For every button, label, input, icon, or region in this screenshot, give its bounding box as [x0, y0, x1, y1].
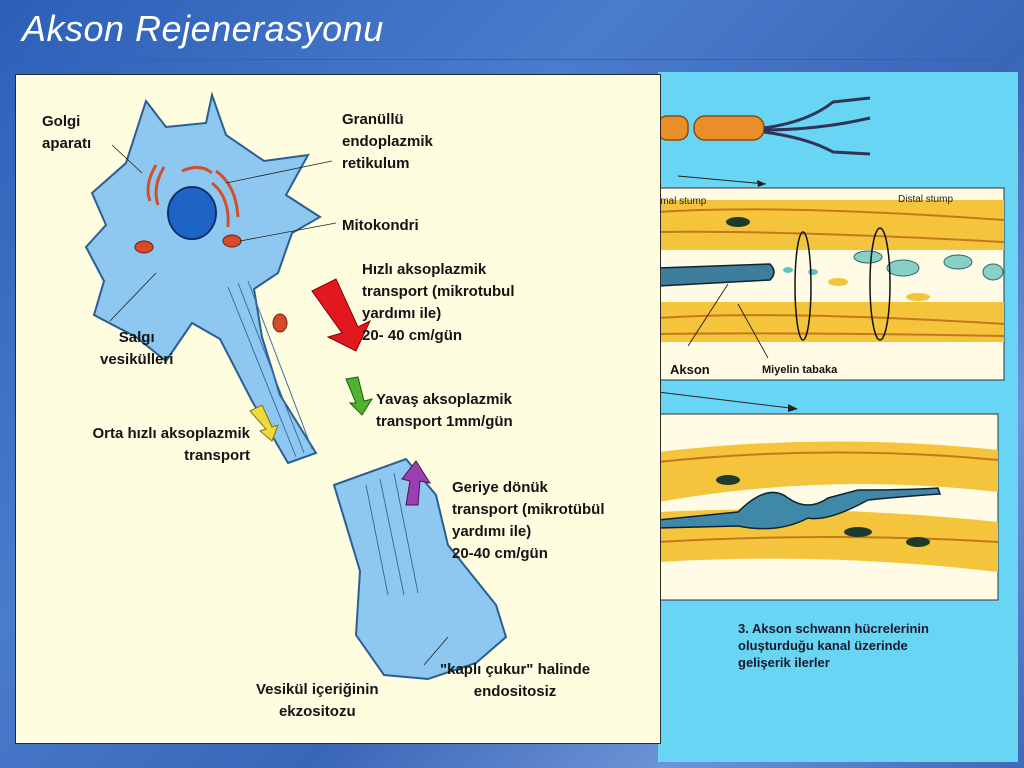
neuron-diagram-panel: Golgi aparatı Granüllü endoplazmik retik…: [15, 74, 661, 744]
nerve-regeneration-diagram: [658, 391, 999, 601]
medium-transport-arrow: [249, 404, 279, 442]
axon-terminal: [332, 457, 508, 681]
fast-transport-arrow: [311, 278, 372, 352]
fast-transport-label: Hızlı aksoplazmik transport (mikrotubul …: [362, 261, 515, 344]
microtubules: [227, 280, 313, 458]
slow-transport-arrow: [345, 376, 374, 416]
nerve-injury-diagram: [658, 187, 1005, 381]
distal-stump-label: Distal stump: [898, 194, 954, 205]
golgi-label: Golgi aparatı: [42, 113, 92, 152]
nerve-illustration: [658, 96, 1005, 601]
nerve-illustration-panel: imal stump Distal stump Akson Miyelin ta…: [658, 72, 1018, 762]
golgi-apparatus: [146, 164, 240, 228]
axon-label: Akson: [670, 362, 710, 377]
retrograde-transport-arrow: [401, 460, 432, 506]
exocytosis-label: Vesikül içeriğinin ekzositozu: [256, 681, 379, 720]
slide-title: Akson Rejenerasyonu: [22, 8, 384, 49]
mitochondrion: [134, 240, 154, 254]
mitochondrion: [272, 313, 288, 333]
nucleus: [167, 186, 217, 240]
title-divider: [8, 59, 998, 60]
mitochondria-label: Mitokondri: [342, 217, 419, 234]
neuron-soma: [84, 91, 322, 465]
mitochondrion: [222, 234, 242, 248]
medium-transport-label: Orta hızlı aksoplazmik transport: [92, 425, 250, 464]
retrograde-transport-label: Geriye dönük transport (mikrotübül yardı…: [452, 479, 605, 562]
proximal-stump-label: imal stump: [658, 196, 707, 207]
secretory-vesicles-label: Salgı vesikülleri: [100, 329, 174, 368]
er-label: Granüllü endoplazmik retikulum: [342, 111, 433, 172]
neuron-diagram: [84, 91, 508, 681]
regeneration-caption: 3. Akson schwann hücrelerinin oluşturduğ…: [738, 621, 929, 670]
myelin-label: Miyelin tabaka: [762, 364, 838, 376]
nerve-top-fragment: [658, 96, 871, 187]
endocytosis-label: "kaplı çukur" halinde endositosiz: [440, 661, 591, 700]
slow-transport-label: Yavaş aksoplazmik transport 1mm/gün: [376, 391, 513, 430]
